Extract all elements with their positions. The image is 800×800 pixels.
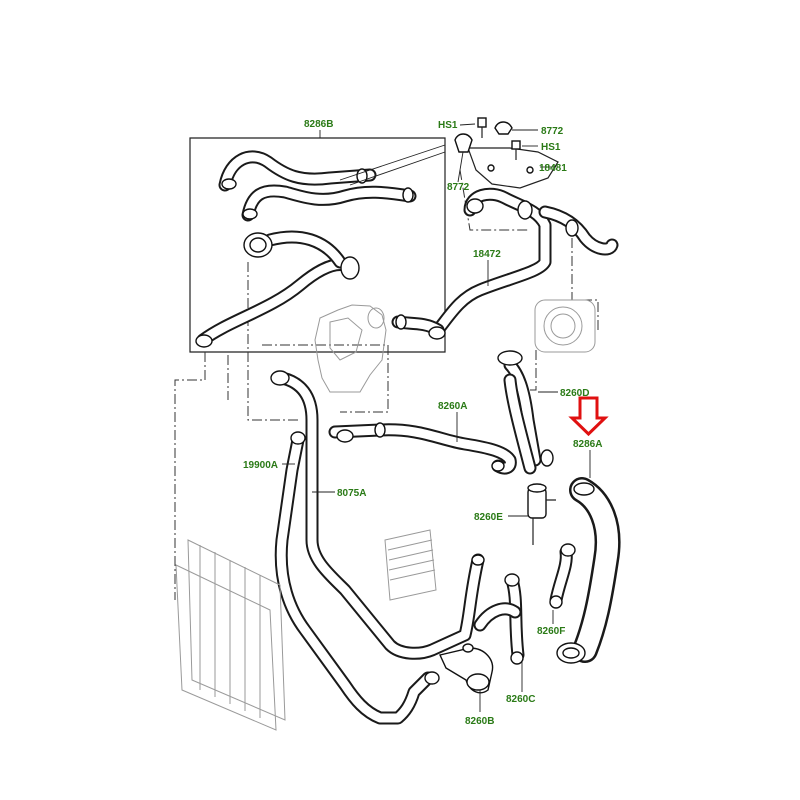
- label-8260B: 8260B: [465, 716, 494, 727]
- clip-8772-lower[interactable]: [454, 133, 473, 153]
- label-8260E: 8260E: [474, 512, 503, 523]
- coolant-expansion-tank: [314, 304, 387, 393]
- throttle-body: [534, 299, 596, 353]
- label-hs1-lower: HS1: [541, 142, 561, 153]
- label-19900A: 19900A: [243, 460, 278, 471]
- label-8286A: 8286A: [573, 439, 602, 450]
- label-18472: 18472: [473, 249, 501, 260]
- thermostat-housing-8260B[interactable]: [439, 643, 494, 694]
- hose-8286B-upper[interactable]: [218, 150, 417, 222]
- label-hs1-upper: HS1: [438, 120, 458, 131]
- oil-cooler: [384, 529, 437, 601]
- reference-lines: [174, 169, 599, 600]
- radiator: [175, 539, 286, 731]
- hose-8260C[interactable]: [473, 573, 525, 665]
- label-8260A: 8260A: [438, 401, 467, 412]
- bolt-hs1-upper[interactable]: [477, 117, 487, 138]
- label-8772-lower: 8772: [447, 182, 470, 193]
- inset-frame-8286B: [189, 137, 446, 353]
- hose-19900A[interactable]: [274, 431, 440, 725]
- leader-lines: [282, 123, 591, 712]
- highlight-down-arrow: [568, 396, 609, 437]
- connector-8260E[interactable]: [527, 483, 556, 545]
- label-8075A: 8075A: [337, 488, 366, 499]
- hose-8286A[interactable]: [556, 477, 621, 664]
- hose-18472[interactable]: [391, 187, 619, 340]
- hose-8260F[interactable]: [549, 543, 576, 609]
- hose-8286B-lower[interactable]: [195, 230, 360, 348]
- part-labels: 8286B HS1 8772 HS1 18481 8772 18472 8260…: [243, 119, 602, 727]
- label-8260C: 8260C: [506, 694, 535, 705]
- label-8260D: 8260D: [560, 388, 589, 399]
- label-18481: 18481: [539, 163, 567, 174]
- label-8260F: 8260F: [537, 626, 565, 637]
- hose-8075A[interactable]: [270, 370, 485, 660]
- label-8772-upper: 8772: [541, 126, 564, 137]
- label-8286B: 8286B: [304, 119, 333, 130]
- hose-8260A[interactable]: [328, 422, 517, 475]
- hose-8260D[interactable]: [497, 350, 554, 475]
- bolt-hs1-lower[interactable]: [511, 140, 521, 160]
- clip-8772-upper[interactable]: [494, 121, 513, 135]
